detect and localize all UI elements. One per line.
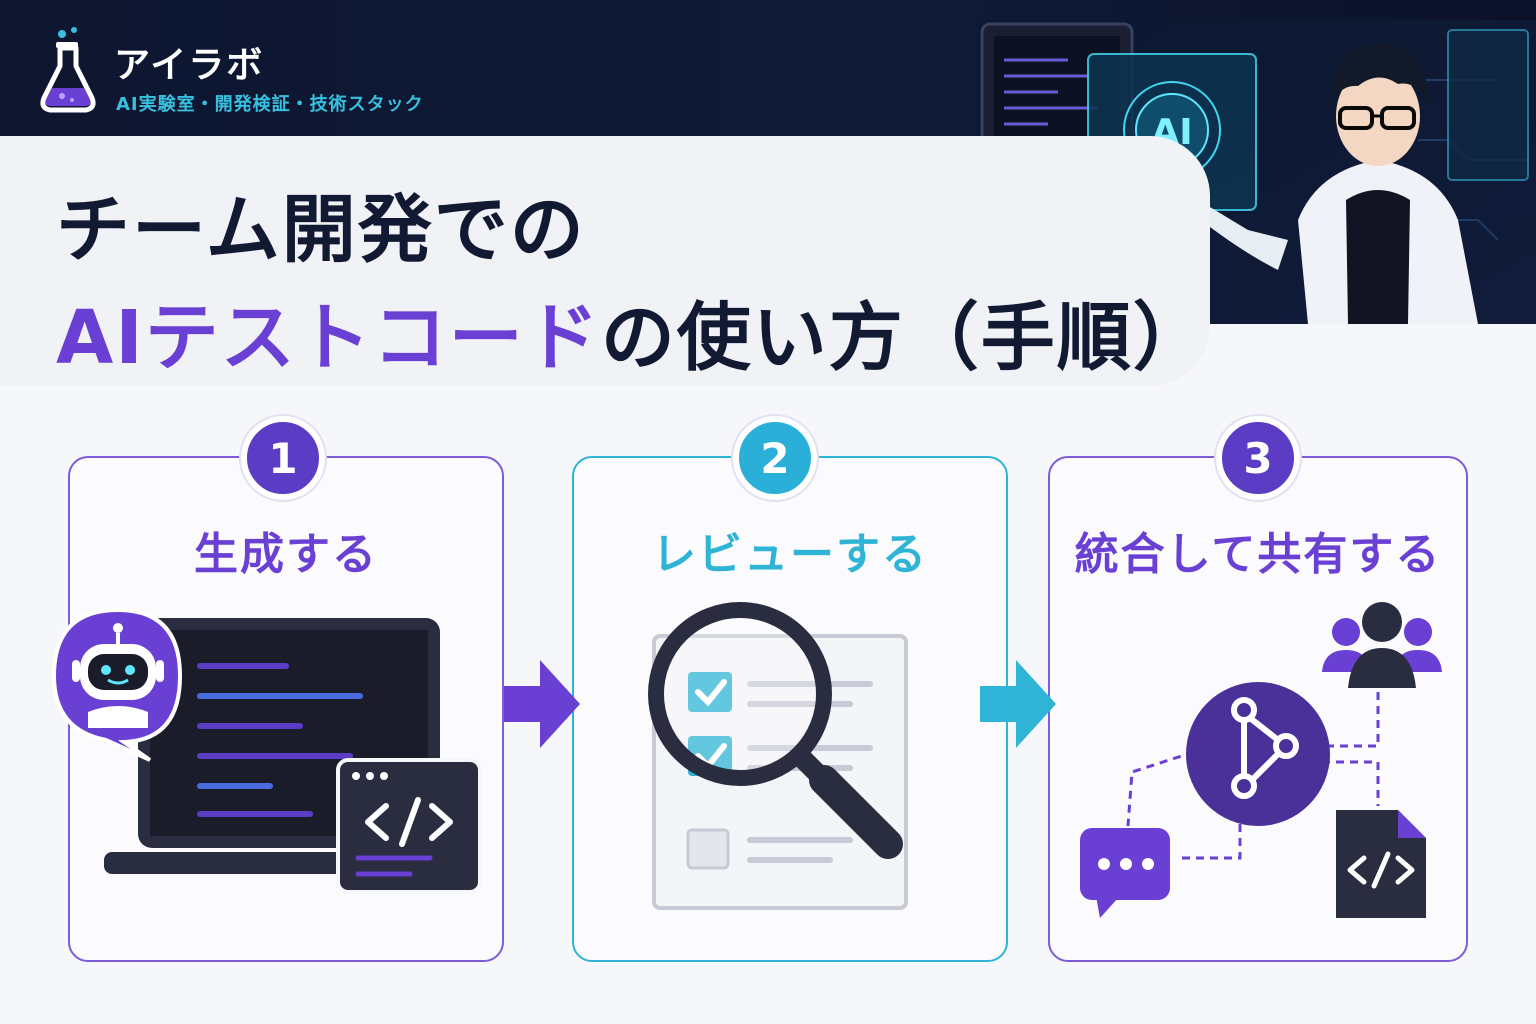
page-title-accent: AIテストコード — [56, 295, 601, 381]
magnifier-icon — [648, 602, 903, 859]
code-window-icon — [336, 758, 482, 894]
step3-illustration — [1080, 602, 1442, 918]
step-number-badge: 1 — [241, 416, 325, 500]
step-number-badge: 3 — [1216, 416, 1300, 500]
robot-icon — [51, 607, 183, 762]
step2-illustration — [648, 602, 908, 910]
title-panel — [0, 136, 1210, 386]
page-title-line1: チーム開発での — [56, 187, 586, 273]
page-title-rest: の使い方（手順） — [600, 295, 1209, 381]
chat-icon — [1080, 828, 1170, 918]
brand-name: アイラボ — [114, 45, 265, 86]
team-icon — [1322, 602, 1442, 688]
step-label: レビューする — [652, 529, 928, 580]
page-title-line2: AIテストコードの使い方（手順） — [56, 278, 1209, 385]
step1-illustration — [51, 607, 482, 894]
flask-icon — [40, 27, 96, 113]
brand-tagline: AI実験室・開発検証・技術スタック — [116, 94, 424, 115]
step-label: 生成する — [194, 529, 378, 580]
arrow-right-icon — [504, 660, 580, 748]
arrow-right-icon — [980, 660, 1056, 748]
code-file-icon — [1336, 810, 1426, 918]
step-number-badge: 2 — [733, 416, 817, 500]
step-label: 統合して共有する — [1074, 529, 1442, 580]
git-branch-icon — [1186, 682, 1330, 826]
